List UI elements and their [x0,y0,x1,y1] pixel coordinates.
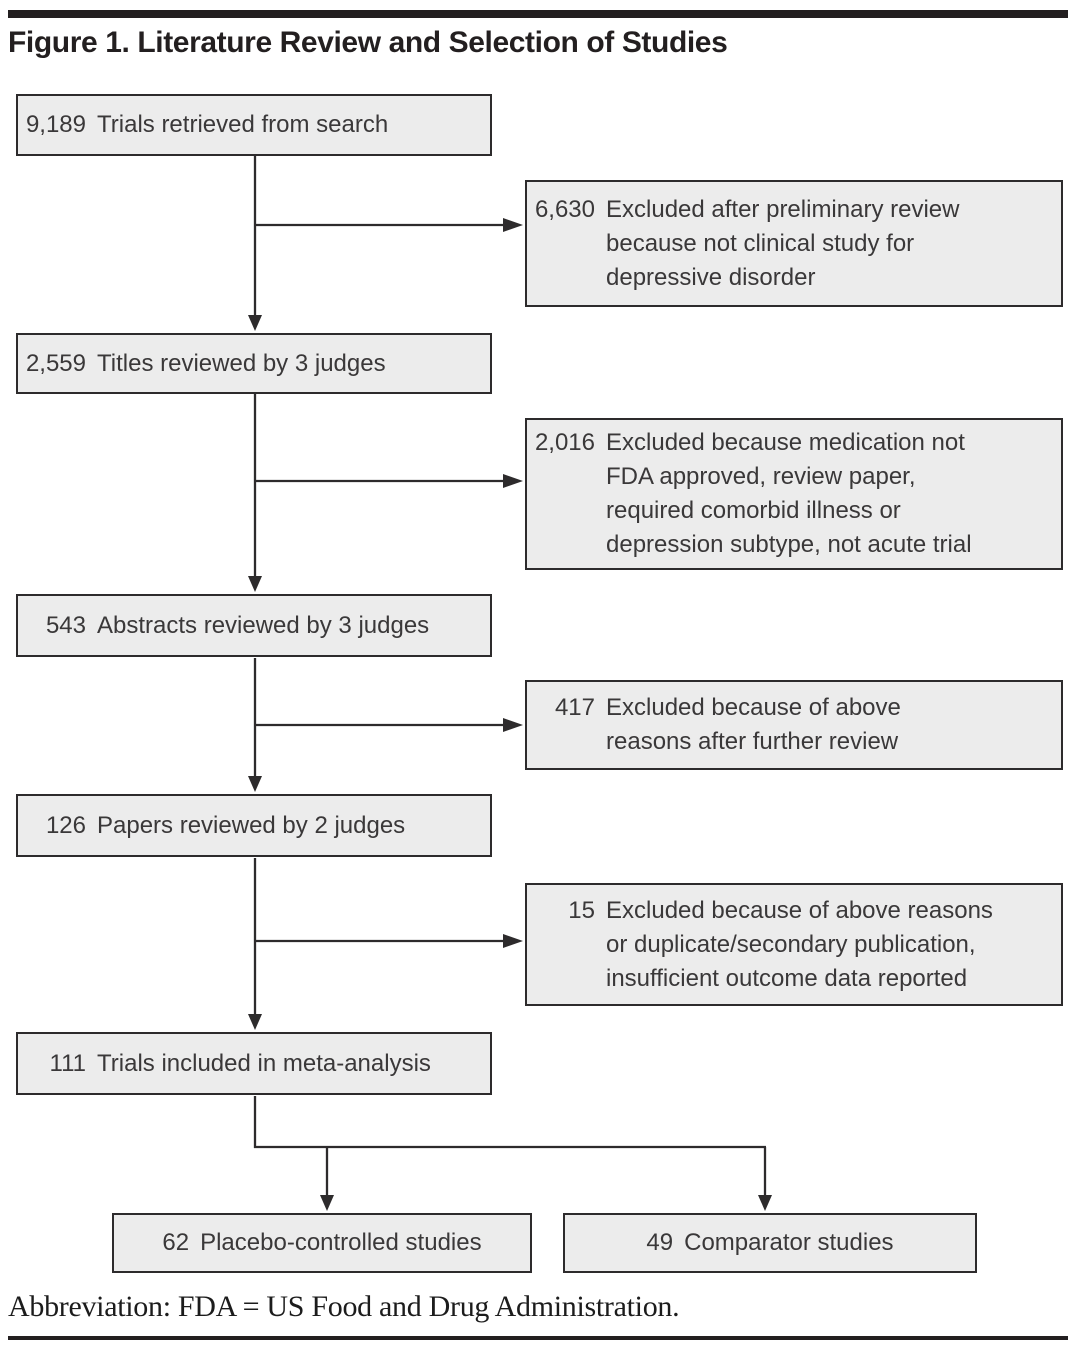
box-label: Excluded because medication not FDA appr… [606,429,972,558]
flow-box-trials-included: 111 Trials included in meta-analysis [16,1032,492,1095]
count-value: 2,016 [534,429,595,456]
flow-box-papers-reviewed: 126 Papers reviewed by 2 judges [16,794,492,857]
count-value: 126 [45,811,86,839]
flow-box-content: 111 Trials included in meta-analysis [18,1047,431,1081]
box-label: Excluded because of above reasons or dup… [606,896,993,992]
bottom-rule [8,1336,1068,1340]
flow-box-titles-reviewed: 2,559 Titles reviewed by 3 judges [16,333,492,394]
flow-box-content: 417 Excluded because of above reasons af… [527,691,901,759]
flow-box-placebo-controlled: 62 Placebo-controlled studies [112,1213,532,1273]
box-label: Titles reviewed by 3 judges [97,349,386,377]
flow-box-excluded-not-fda: 2,016 Excluded because medication not FD… [525,418,1063,570]
flow-box-content: 9,189 Trials retrieved from search [18,108,388,142]
count-value: 2,559 [25,349,86,377]
top-rule [8,10,1068,18]
flow-box-abstracts-reviewed: 543 Abstracts reviewed by 3 judges [16,594,492,657]
count-value: 111 [49,1049,86,1077]
count-value: 9,189 [25,111,86,138]
flow-box-content: 15 Excluded because of above reasons or … [527,894,993,996]
flow-box-trials-retrieved: 9,189 Trials retrieved from search [16,94,492,156]
count-value: 62 [162,1229,190,1256]
flow-box-content: 543 Abstracts reviewed by 3 judges [18,609,429,643]
box-label: Excluded after preliminary review becaus… [606,195,960,291]
box-label: Trials included in meta-analysis [97,1049,431,1077]
count-value: 417 [554,694,595,721]
box-label: Trials retrieved from search [97,111,389,138]
flow-box-excluded-further-review: 417 Excluded because of above reasons af… [525,680,1063,770]
abbreviation-footnote: Abbreviation: FDA = US Food and Drug Adm… [8,1290,680,1323]
box-label: Papers reviewed by 2 judges [97,811,406,839]
count-value: 15 [568,896,595,924]
flow-box-content: 2,016 Excluded because medication not FD… [527,426,972,562]
flow-box-excluded-preliminary: 6,630 Excluded after preliminary review … [525,180,1063,307]
figure-title: Figure 1. Literature Review and Selectio… [8,26,728,59]
flow-box-excluded-duplicate: 15 Excluded because of above reasons or … [525,883,1063,1006]
flow-box-content: 126 Papers reviewed by 2 judges [18,809,405,843]
flow-box-content: 49 Comparator studies [646,1226,893,1260]
flow-box-content: 6,630 Excluded after preliminary review … [527,193,960,295]
box-label: Placebo-controlled studies [200,1229,482,1256]
flow-box-content: 62 Placebo-controlled studies [162,1226,481,1260]
flow-box-content: 2,559 Titles reviewed by 3 judges [18,347,386,381]
count-value: 6,630 [534,195,595,223]
count-value: 543 [45,611,86,639]
box-label: Abstracts reviewed by 3 judges [97,611,430,639]
flow-box-comparator: 49 Comparator studies [563,1213,977,1273]
box-label: Excluded because of above reasons after … [606,694,901,755]
box-label: Comparator studies [684,1229,894,1256]
count-value: 49 [646,1229,674,1256]
